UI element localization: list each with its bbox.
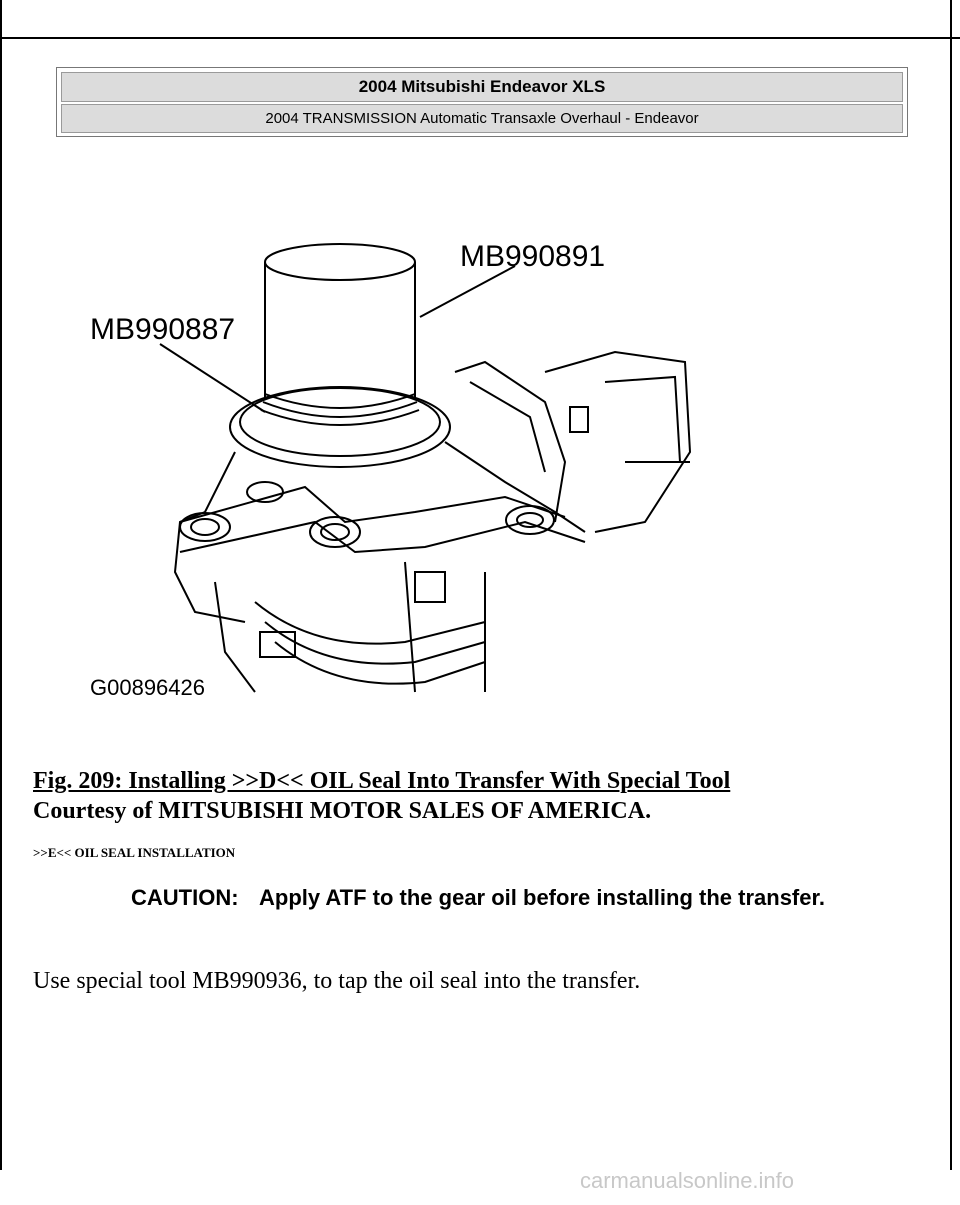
leader-left — [159, 343, 266, 413]
tool-top-ellipse — [264, 243, 416, 281]
watermark: carmanualsonline.info — [580, 1168, 795, 1193]
leader-top — [419, 265, 516, 318]
figure-code: G00896426 — [90, 675, 205, 700]
page-left-rule — [0, 0, 2, 1170]
label-mb990887: MB990887 — [90, 313, 235, 346]
transfer-oil-seal-figure: MB990891 MB990887 G00896426 — [90, 240, 692, 700]
page-right-rule — [950, 0, 952, 1170]
vehicle-title: 2004 Mitsubishi Endeavor XLS — [61, 72, 903, 102]
caution-text: Apply ATF to the gear oil before install… — [259, 885, 825, 910]
section-heading: >>E<< OIL SEAL INSTALLATION — [33, 845, 236, 860]
figure-caption-title[interactable]: Fig. 209: Installing >>D<< OIL Seal Into… — [33, 768, 731, 794]
figure-caption: Fig. 209: Installing >>D<< OIL Seal Into… — [33, 766, 730, 826]
label-mb990891: MB990891 — [460, 240, 605, 273]
caution-label: CAUTION: — [131, 885, 239, 910]
page-top-rule — [0, 37, 960, 39]
figure-courtesy: Courtesy of MITSUBISHI MOTOR SALES OF AM… — [33, 798, 652, 824]
caution-note: CAUTION: Apply ATF to the gear oil befor… — [131, 884, 831, 912]
document-header: 2004 Mitsubishi Endeavor XLS 2004 TRANSM… — [56, 67, 908, 137]
instruction-paragraph: Use special tool MB990936, to tap the oi… — [33, 968, 641, 994]
manual-section-title: 2004 TRANSMISSION Automatic Transaxle Ov… — [61, 104, 903, 133]
